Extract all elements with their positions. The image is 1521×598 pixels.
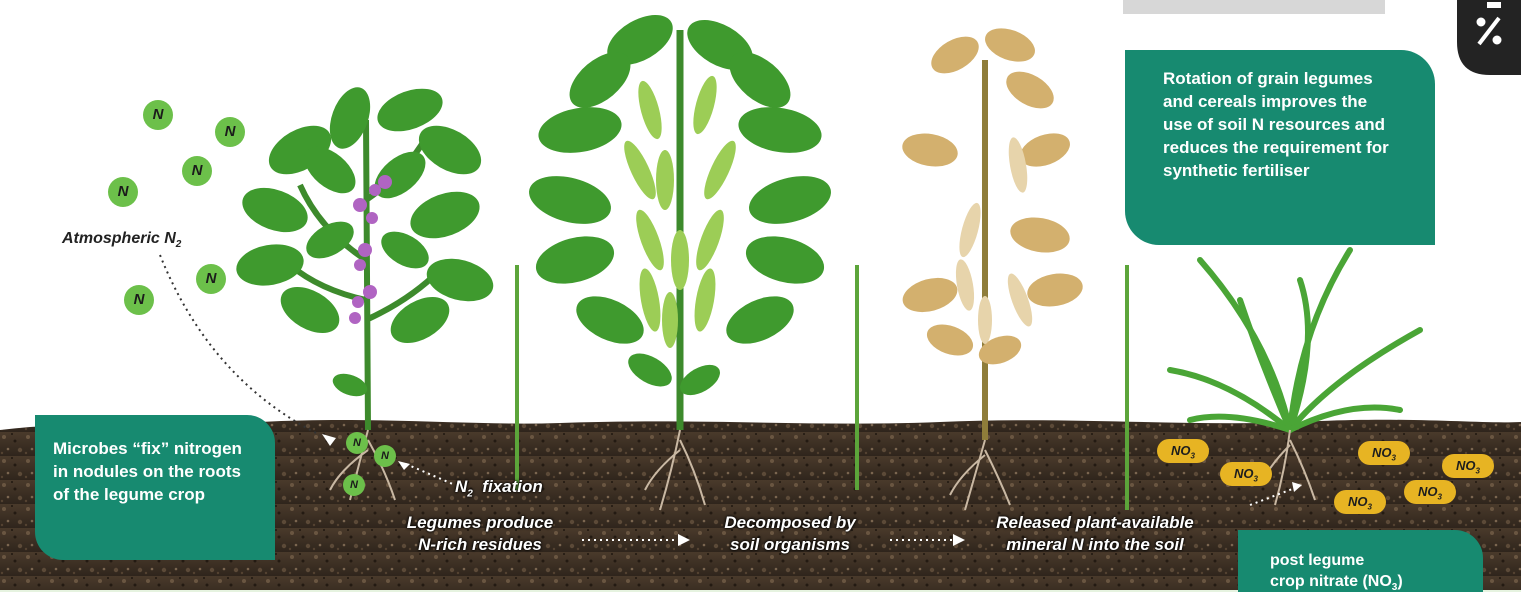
divider-post <box>515 265 519 490</box>
rotation-callout-text: Rotation of grain legumes and cereals im… <box>1163 67 1393 182</box>
n-atom-icon: N <box>215 117 245 147</box>
top-grey-panel <box>1123 0 1385 14</box>
nitrate-badge: NO3 <box>1404 480 1456 504</box>
n-atom-icon: N <box>182 156 212 186</box>
nodule-n-icon: N <box>346 432 368 454</box>
decomposed-label: Decomposed by soil organisms <box>690 512 890 556</box>
microbes-callout: Microbes “fix” nitrogen in nodules on th… <box>35 415 275 560</box>
post-legume-text: post legume crop nitrate (NO3) <box>1270 550 1483 598</box>
nitrate-badge: NO3 <box>1334 490 1386 514</box>
residues-label: Legumes produce N-rich residues <box>370 512 590 556</box>
nitrate-badge: NO3 <box>1157 439 1209 463</box>
atmospheric-n2-label: Atmospheric N2 <box>62 230 181 250</box>
post-legume-callout: post legume crop nitrate (NO3) <box>1238 530 1483 592</box>
divider-post <box>855 265 859 490</box>
nodule-n-icon: N <box>343 474 365 496</box>
n-atom-icon: N <box>108 177 138 207</box>
divider-post <box>1125 265 1129 510</box>
nitrate-badge: NO3 <box>1220 462 1272 486</box>
released-label: Released plant-available mineral N into … <box>960 512 1230 556</box>
n-atom-icon: N <box>124 285 154 315</box>
rotation-callout: Rotation of grain legumes and cereals im… <box>1125 50 1435 245</box>
n-atom-icon: N <box>143 100 173 130</box>
corner-tab <box>1457 0 1521 75</box>
microbes-callout-text: Microbes “fix” nitrogen in nodules on th… <box>53 437 243 506</box>
nitrate-badge: NO3 <box>1442 454 1494 478</box>
nitrate-badge: NO3 <box>1358 441 1410 465</box>
n2-fixation-label: N2 fixation <box>455 476 543 505</box>
nodule-n-icon: N <box>374 445 396 467</box>
n-atom-icon: N <box>196 264 226 294</box>
